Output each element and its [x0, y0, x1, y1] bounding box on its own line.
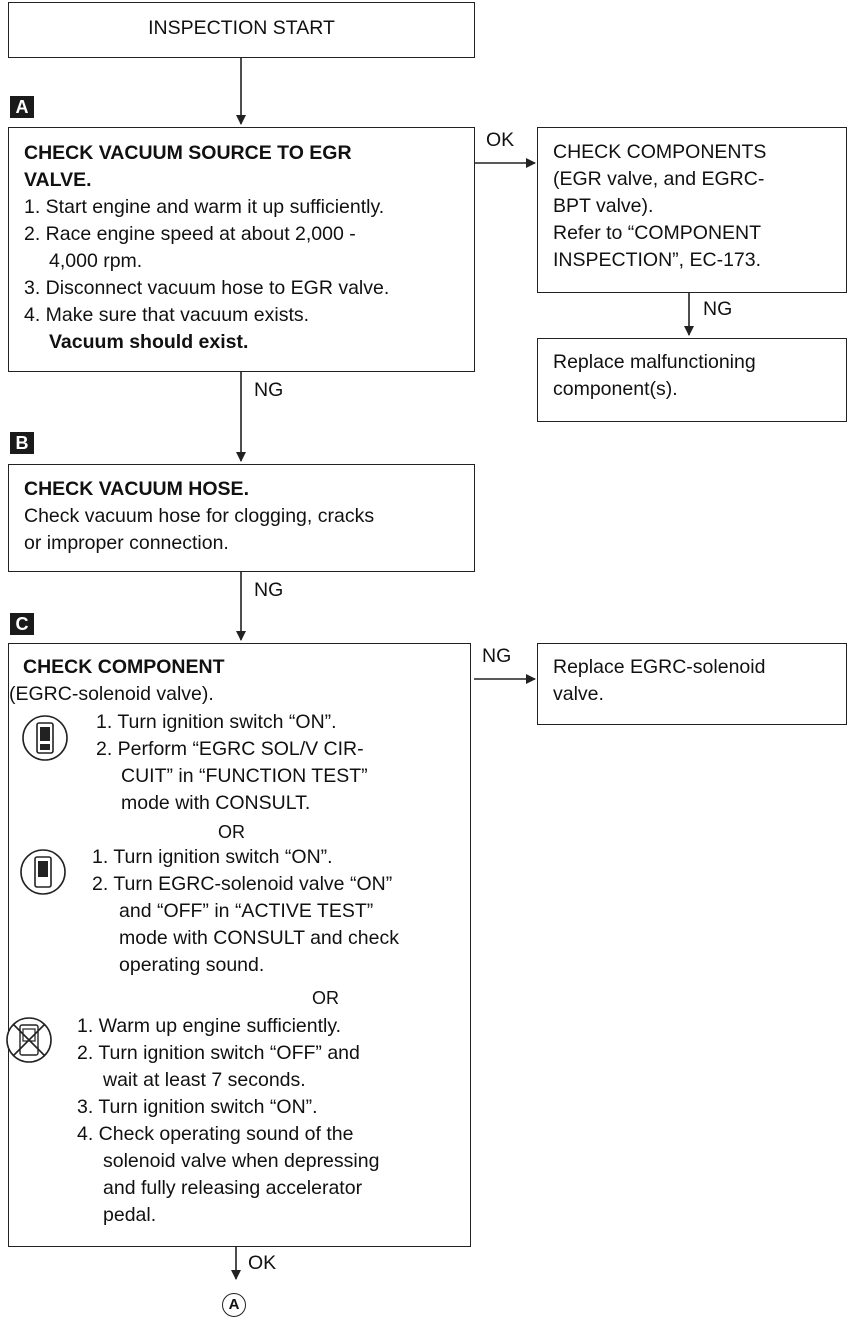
step-c-subtitle: (EGRC-solenoid valve).: [9, 683, 214, 705]
method3-line-2: 2. Turn ignition switch “OFF” and: [77, 1042, 360, 1064]
or-separator-2: OR: [306, 988, 345, 1008]
method1-line-3: CUIT” in “FUNCTION TEST”: [121, 765, 368, 787]
check-components-line-3: BPT valve).: [553, 195, 654, 217]
step-a-ng-label: NG: [254, 379, 284, 401]
badge-c: C: [10, 613, 34, 635]
replace-solenoid-line-1: Replace EGRC-solenoid: [553, 656, 766, 678]
inspection-start-label: INSPECTION START: [148, 17, 335, 39]
step-b-line-1: Check vacuum hose for clogging, cracks: [24, 505, 375, 527]
method3-line-3: wait at least 7 seconds.: [103, 1069, 306, 1091]
method3-line-4: 3. Turn ignition switch “ON”.: [77, 1096, 318, 1118]
step-b-line-2: or improper connection.: [24, 532, 229, 554]
step-a-ok-label: OK: [486, 129, 515, 151]
step-c-ng-label: NG: [482, 645, 512, 667]
end-connector-label: A: [228, 1296, 240, 1313]
method2-line-3: and “OFF” in “ACTIVE TEST”: [119, 900, 374, 922]
step-a-line-3: 4,000 rpm.: [49, 250, 143, 272]
badge-b: B: [10, 432, 34, 454]
step-a-title-line2: VALVE.: [24, 169, 92, 191]
method3-line-7: and fully releasing accelerator: [103, 1177, 363, 1199]
method2-line-4: mode with CONSULT and check: [119, 927, 399, 949]
check-components-line-5: INSPECTION”, EC-173.: [553, 249, 762, 271]
no-tools-icon: [6, 1017, 52, 1063]
step-a-box: CHECK VACUUM SOURCE TO EGR VALVE. 1. Sta…: [8, 127, 475, 372]
check-components-line-4: Refer to “COMPONENT: [553, 222, 762, 244]
method1-line-2: 2. Perform “EGRC SOL/V CIR-: [96, 738, 364, 760]
step-a-result: Vacuum should exist.: [49, 331, 249, 353]
step-a-title-line1: CHECK VACUUM SOURCE TO EGR: [24, 142, 352, 164]
method3-line-8: pedal.: [103, 1204, 157, 1226]
step-a-line-1: 1. Start engine and warm it up sufficien…: [24, 196, 385, 218]
consult-icon: [20, 849, 66, 895]
step-c-box: CHECK COMPONENT (EGRC-solenoid valve). 1…: [6, 643, 471, 1247]
check-components-line-1: CHECK COMPONENTS: [553, 141, 767, 163]
replace-solenoid-line-2: valve.: [553, 683, 604, 705]
step-a-line-4: 3. Disconnect vacuum hose to EGR valve.: [24, 277, 390, 299]
badge-a: A: [10, 96, 34, 118]
end-connector: A: [222, 1293, 246, 1317]
method3-line-5: 4. Check operating sound of the: [77, 1123, 354, 1145]
method2-line-2: 2. Turn EGRC-solenoid valve “ON”: [92, 873, 393, 895]
replace-components-box: Replace malfunctioning component(s).: [537, 338, 847, 422]
replace-solenoid-box: Replace EGRC-solenoid valve.: [537, 643, 847, 725]
replace-components-line-1: Replace malfunctioning: [553, 351, 756, 373]
method3-line-6: solenoid valve when depressing: [103, 1150, 380, 1172]
check-components-line-2: (EGR valve, and EGRC-: [553, 168, 765, 190]
method2-line-5: operating sound.: [119, 954, 265, 976]
step-c-title: CHECK COMPONENT: [23, 656, 225, 678]
method2-line-1: 1. Turn ignition switch “ON”.: [92, 846, 333, 868]
step-b-box: CHECK VACUUM HOSE. Check vacuum hose for…: [8, 464, 475, 572]
step-b-ng-label: NG: [254, 579, 284, 601]
consult-ok-icon: [22, 715, 68, 761]
step-a-line-2: 2. Race engine speed at about 2,000 -: [24, 223, 356, 245]
check-components-box: CHECK COMPONENTS (EGR valve, and EGRC- B…: [537, 127, 847, 293]
method1-line-1: 1. Turn ignition switch “ON”.: [96, 711, 337, 733]
check-components-ng-label: NG: [703, 298, 733, 320]
step-c-ok-label: OK: [248, 1252, 277, 1274]
or-separator-1: OR: [212, 822, 251, 842]
step-b-title: CHECK VACUUM HOSE.: [24, 478, 249, 500]
replace-components-line-2: component(s).: [553, 378, 678, 400]
method1-line-4: mode with CONSULT.: [121, 792, 311, 814]
step-a-line-5: 4. Make sure that vacuum exists.: [24, 304, 310, 326]
inspection-start-box: INSPECTION START: [8, 2, 475, 58]
method3-line-1: 1. Warm up engine sufficiently.: [77, 1015, 342, 1037]
